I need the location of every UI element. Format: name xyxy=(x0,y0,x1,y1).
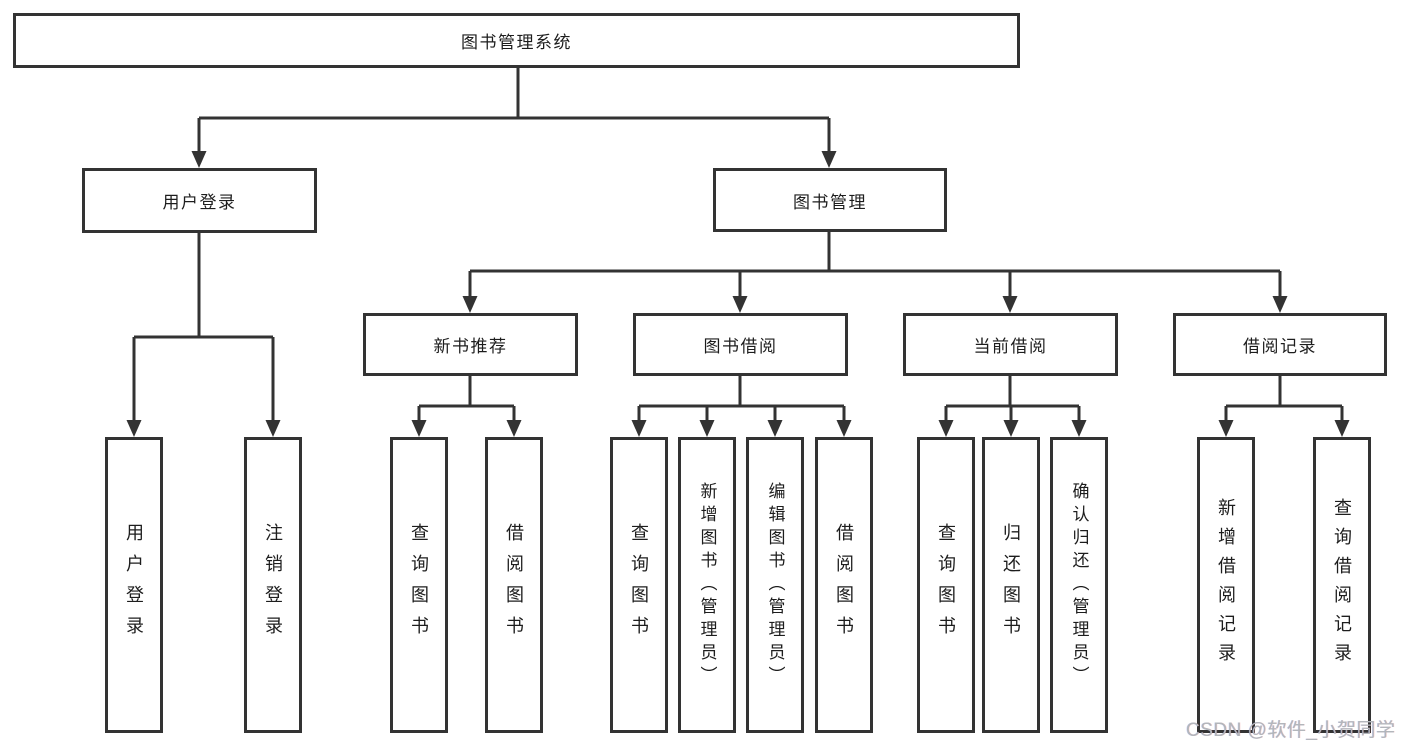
node-book-management: 图书管理 xyxy=(713,168,947,232)
arrowhead xyxy=(732,296,748,313)
node-label: 新书推荐 xyxy=(433,337,508,356)
arrowhead xyxy=(1272,296,1288,313)
leaf-borrow-books: 借阅图书 xyxy=(815,437,873,733)
node-label: 用户登录 xyxy=(124,523,144,647)
arrowhead xyxy=(1218,420,1234,437)
node-label: 查询图书 xyxy=(936,523,956,647)
node-label: 用户登录 xyxy=(162,193,237,212)
node-current-borrow: 当前借阅 xyxy=(903,313,1118,376)
node-label: 查询图书 xyxy=(629,523,649,647)
leaf-query-books-current: 查询图书 xyxy=(917,437,975,733)
arrowhead xyxy=(462,296,478,313)
connector-borrow-records-to-children xyxy=(1218,376,1350,437)
leaf-return-books: 归还图书 xyxy=(982,437,1040,733)
connector-new-book-recommend-to-children xyxy=(411,376,522,437)
node-label: 图书管理 xyxy=(793,192,867,212)
arrowhead xyxy=(767,420,783,437)
node-label: 注销登录 xyxy=(263,523,283,647)
node-root: 图书管理系统 xyxy=(13,13,1020,68)
leaf-add-book-admin: 新增图书（管理员） xyxy=(678,437,736,733)
arrowhead xyxy=(1003,420,1019,437)
leaf-query-borrow-record: 查询借阅记录 xyxy=(1313,437,1371,733)
leaf-add-borrow-record: 新增借阅记录 xyxy=(1197,437,1255,733)
node-label: 确认归还（管理员） xyxy=(1069,481,1089,689)
node-label: 归还图书 xyxy=(1001,523,1021,647)
arrowhead xyxy=(821,151,837,168)
connector-root-to-level2 xyxy=(191,68,837,168)
node-label: 当前借阅 xyxy=(973,337,1048,356)
leaf-logout: 注销登录 xyxy=(244,437,302,733)
connector-line xyxy=(417,376,516,420)
connector-line xyxy=(197,68,831,151)
node-book-borrow: 图书借阅 xyxy=(633,313,848,376)
arrowhead xyxy=(938,420,954,437)
leaf-borrow-books-recommend: 借阅图书 xyxy=(485,437,543,733)
node-label: 图书借阅 xyxy=(703,337,778,356)
arrowhead xyxy=(836,420,852,437)
connector-line xyxy=(468,232,1282,296)
arrowhead xyxy=(126,420,142,437)
connector-book-management-to-children xyxy=(462,232,1288,313)
connector-line xyxy=(1224,376,1344,420)
connector-book-borrow-to-children xyxy=(631,376,852,437)
csdn-watermark: CSDN @软件_小贺同学 xyxy=(1186,720,1396,741)
connector-line xyxy=(132,233,275,420)
arrowhead xyxy=(411,420,427,437)
node-label: 借阅记录 xyxy=(1243,337,1317,356)
node-label: 新增借阅记录 xyxy=(1216,498,1236,672)
connector-line xyxy=(637,376,846,420)
node-label: 图书管理系统 xyxy=(461,33,572,52)
node-label: 编辑图书（管理员） xyxy=(765,481,785,689)
node-label: 借阅图书 xyxy=(504,523,524,647)
leaf-edit-book-admin: 编辑图书（管理员） xyxy=(746,437,804,733)
arrowhead xyxy=(1002,296,1018,313)
node-borrow-records: 借阅记录 xyxy=(1173,313,1387,376)
arrowhead xyxy=(191,151,207,168)
arrowhead xyxy=(1071,420,1087,437)
node-label: 查询图书 xyxy=(409,523,429,647)
node-label: 新增图书（管理员） xyxy=(697,481,717,689)
leaf-query-books-recommend: 查询图书 xyxy=(390,437,448,733)
arrowhead xyxy=(506,420,522,437)
arrowhead xyxy=(265,420,281,437)
connector-user-login-to-children xyxy=(126,233,281,437)
node-new-book-recommend: 新书推荐 xyxy=(363,313,578,376)
connector-current-borrow-to-children xyxy=(938,376,1087,437)
leaf-query-books-borrow: 查询图书 xyxy=(610,437,668,733)
arrowhead xyxy=(699,420,715,437)
leaf-confirm-return-admin: 确认归还（管理员） xyxy=(1050,437,1108,733)
arrowhead xyxy=(631,420,647,437)
leaf-user-login: 用户登录 xyxy=(105,437,163,733)
connector-line xyxy=(944,376,1081,420)
node-label: 借阅图书 xyxy=(834,523,854,647)
node-label: 查询借阅记录 xyxy=(1332,498,1352,672)
node-user-login: 用户登录 xyxy=(82,168,317,233)
arrowhead xyxy=(1334,420,1350,437)
